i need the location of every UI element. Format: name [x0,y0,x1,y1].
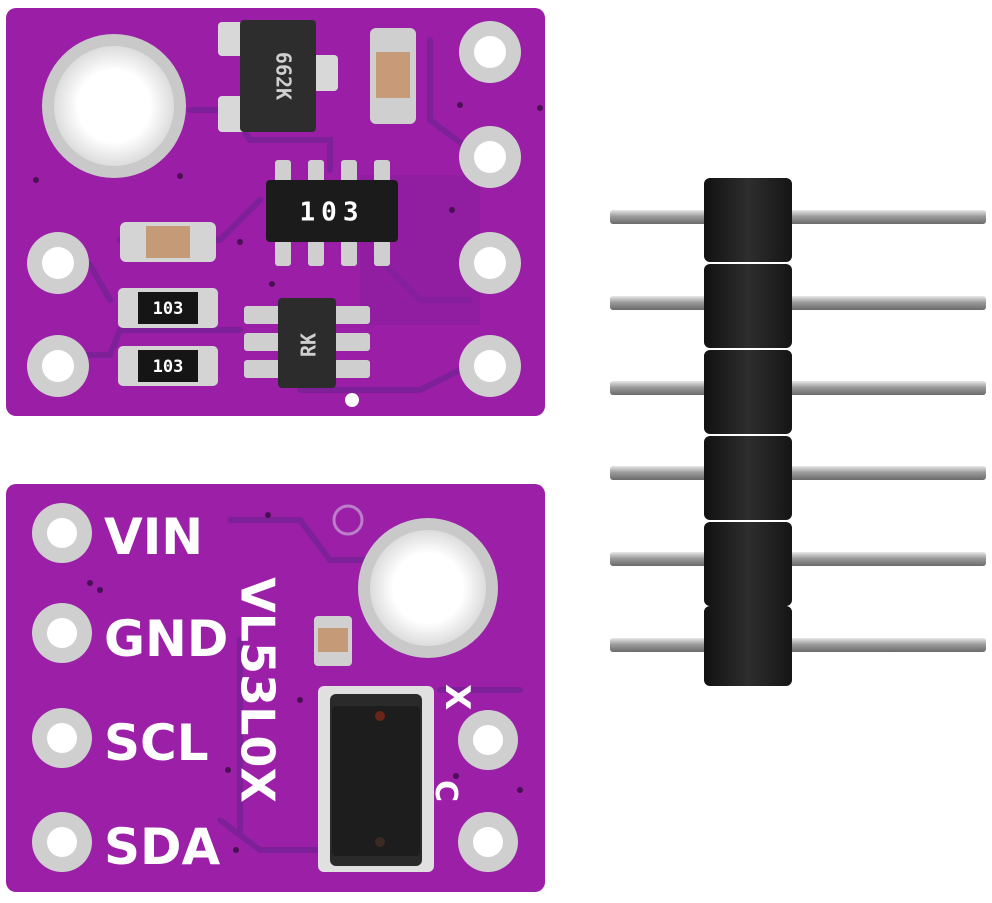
fiducial [332,504,364,536]
bottom-vias [87,512,523,853]
top-vias [33,102,543,287]
resistor-1-marking: 103 [153,299,184,319]
pin-label-gnd: GND [104,610,228,668]
marker-c: C [428,780,463,802]
module-label: VL53L0X [231,577,285,803]
top-side-pads [27,21,521,397]
resistor-array-chip: 103 [266,160,398,266]
tof-sensor-chip [318,686,434,872]
pin-label-sda: SDA [104,818,221,876]
top-breakout-board: 662K 103 103 [6,8,545,416]
marker-x: X [437,684,477,710]
mosfet-chip: RK [244,298,370,407]
mosfet-marking: RK [297,333,321,357]
bottom-right-pads [458,710,518,872]
header-pins [610,210,986,652]
capacitor-left [120,222,216,262]
resistor-2-marking: 103 [153,357,184,377]
header-plastic-body [704,178,792,686]
pin-label-vin: VIN [104,508,203,566]
resistor-2: 103 [118,346,218,386]
pin-label-scl: SCL [104,714,209,772]
capacitor-top [370,28,416,124]
regulator-marking: 662K [272,52,296,100]
resistor-array-marking: 103 [300,198,365,228]
pin-pads [32,503,92,872]
capacitor-bottom [314,616,352,666]
voltage-regulator-chip: 662K [218,20,338,132]
resistor-1: 103 [118,288,218,328]
pin-header [610,178,986,686]
bottom-breakout-board: VIN GND SCL SDA VL53L0X X C [6,484,545,892]
